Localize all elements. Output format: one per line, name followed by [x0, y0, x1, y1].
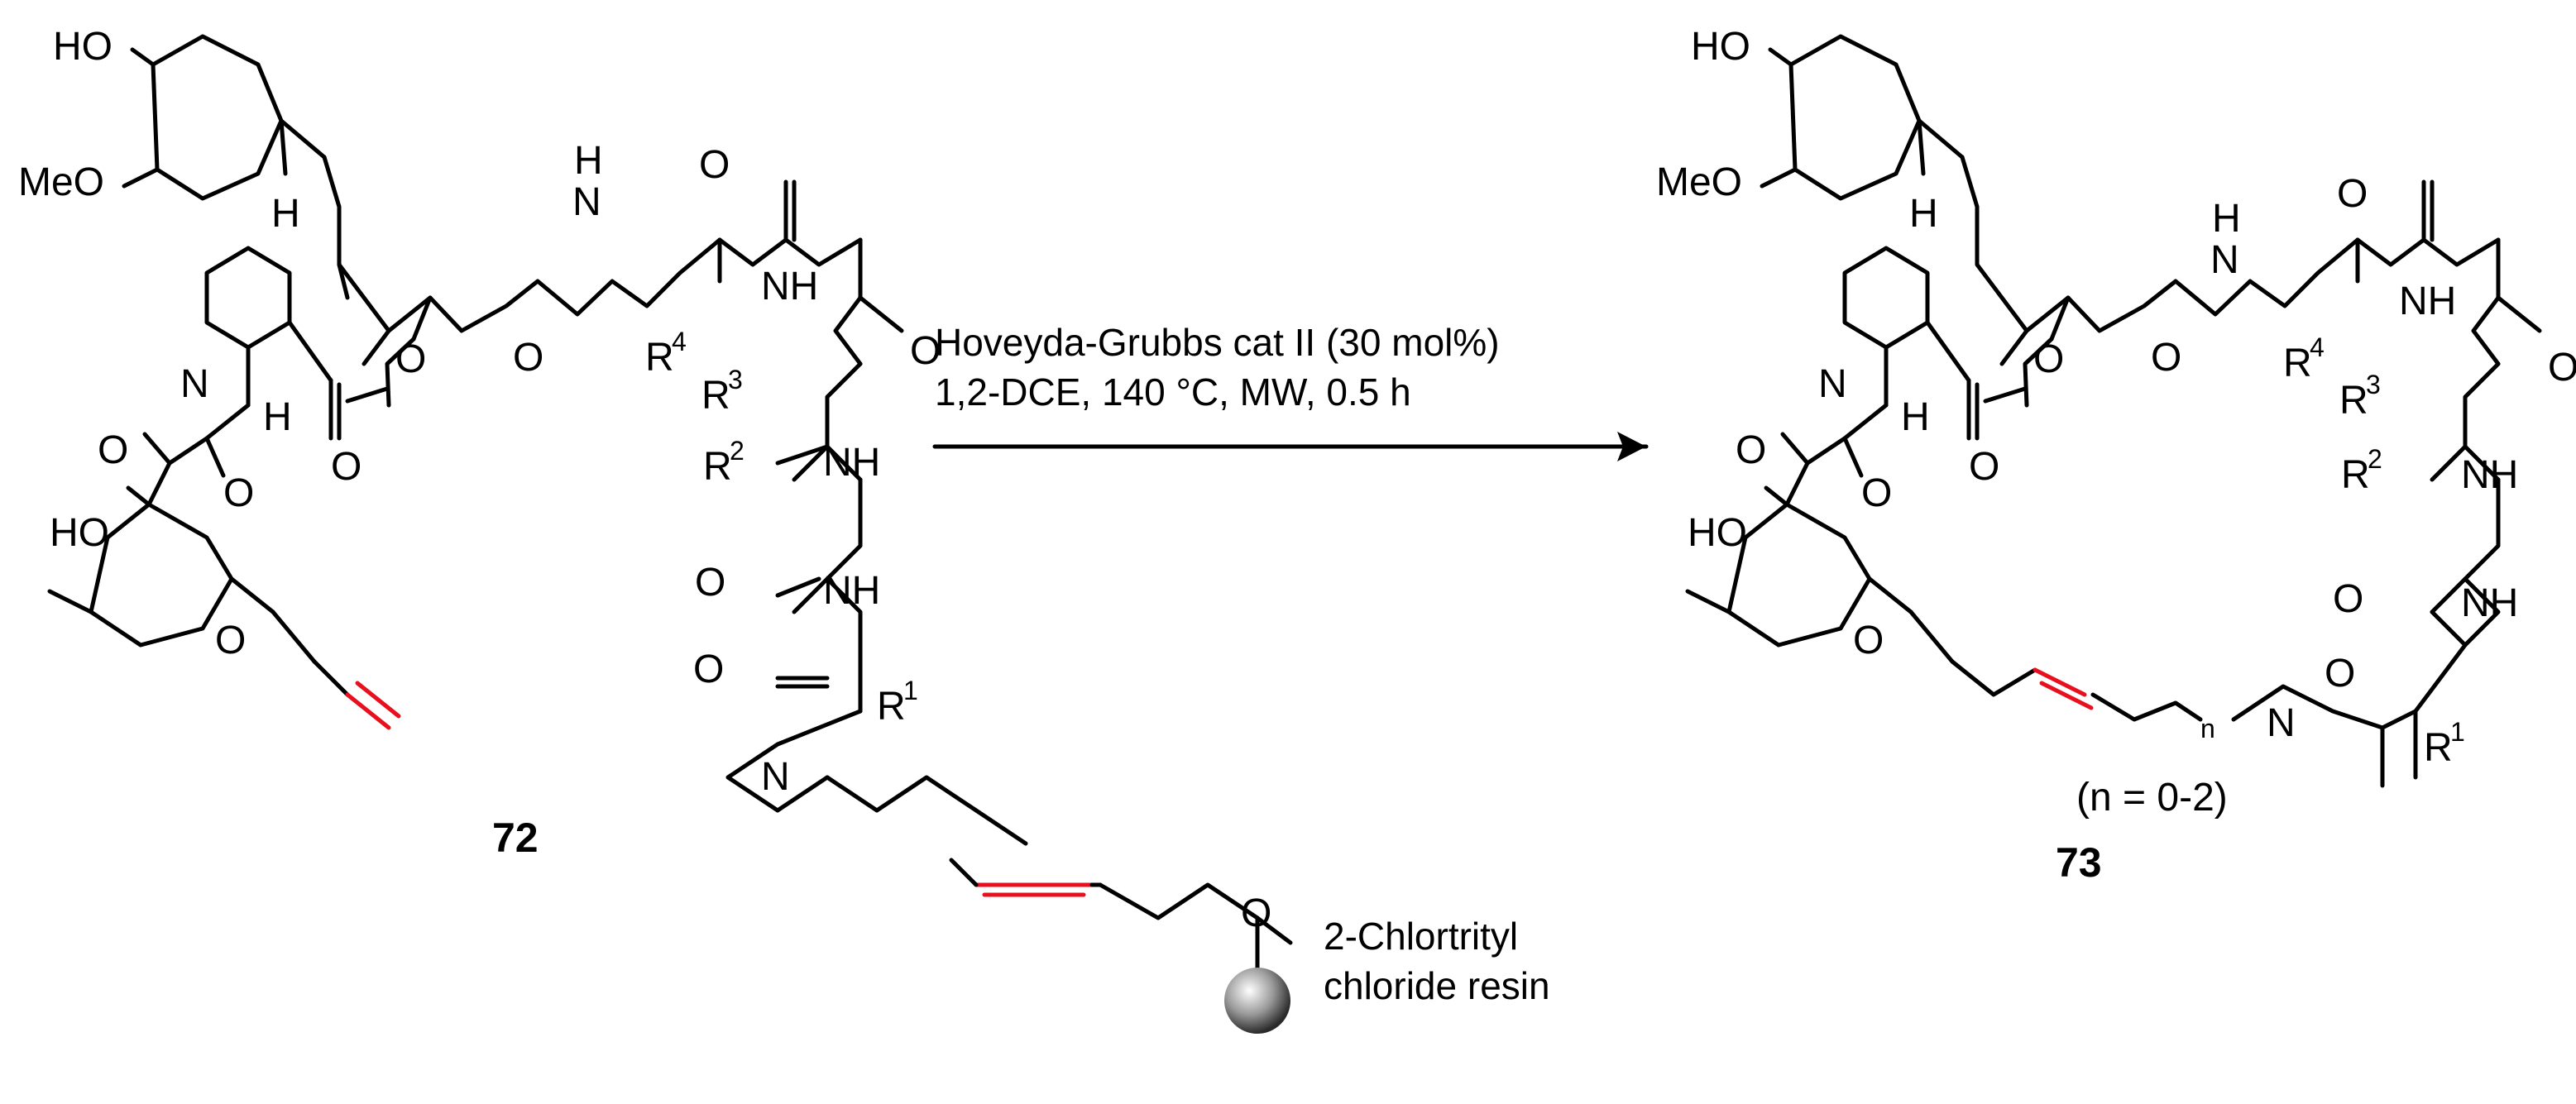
amide-o-label: O: [223, 471, 254, 515]
r4-superscript: 4: [672, 327, 687, 356]
reactant-72-structure: [47, 34, 1293, 945]
product-pyran-o-label: O: [1853, 619, 1884, 662]
r1-label: R: [877, 685, 906, 729]
r4-label: R: [645, 336, 674, 380]
conditions-line-1: Hoveyda-Grubbs cat II (30 mol%): [935, 321, 1500, 364]
arrow-head-icon: [1617, 432, 1646, 461]
amide5-o-label: O: [693, 648, 724, 691]
product-methoxy-label: MeO: [1656, 160, 1742, 204]
product-stereo-h-label: H: [1909, 192, 1938, 236]
nh2-label: NH: [823, 441, 880, 485]
keto-o-label: O: [98, 428, 128, 472]
ester-carbonyl-o-label: O: [331, 445, 362, 489]
resin-bead-icon: [1224, 968, 1290, 1034]
product-amide4-o-label: O: [2333, 577, 2363, 621]
product-r4-superscript: 4: [2310, 332, 2325, 362]
product-piperidine-h-label: H: [1901, 395, 1930, 439]
product-r3-superscript: 3: [2366, 370, 2381, 399]
r3-label: R: [701, 374, 730, 418]
product-amide1-h-label: H: [2212, 197, 2241, 241]
product-piperidine-n-label: N: [1818, 362, 1847, 406]
amide1-h-label: H: [574, 139, 603, 183]
n-methyl-label: N: [761, 755, 790, 799]
product-amide5-o-label: O: [2325, 652, 2355, 695]
methoxy-label: MeO: [18, 160, 104, 204]
r1-superscript: 1: [903, 676, 918, 705]
resin-label-line2: chloride resin: [1324, 964, 1550, 1007]
product-nh3-label: NH: [2461, 581, 2518, 625]
compound-72-number: 72: [492, 815, 539, 861]
terminal-alkene-double: [355, 681, 401, 719]
amide2-o-label: O: [699, 143, 730, 187]
product-hemiketal-ho-label: HO: [1688, 511, 1747, 555]
product-amide2-o-label: O: [2337, 172, 2368, 216]
product-keto-o-label: O: [1736, 428, 1766, 472]
piperidine-h-label: H: [263, 395, 292, 439]
conditions-line-2: 1,2-DCE, 140 °C, MW, 0.5 h: [935, 370, 1411, 413]
resin-label-line1: 2-Chlortrityl: [1324, 915, 1518, 958]
product-r1-label: R: [2424, 726, 2453, 770]
r3-superscript: 3: [728, 365, 743, 394]
amide4-o-label: O: [695, 561, 725, 605]
product-hydroxy-label: HO: [1691, 25, 1750, 69]
pyran-o-label: O: [215, 619, 246, 662]
compound-73-number: 73: [2056, 839, 2102, 886]
piperidine-n-label: N: [180, 362, 209, 406]
product-n-methyl-label: N: [2267, 701, 2296, 745]
n-range-label: (n = 0-2): [2076, 776, 2228, 820]
macrocycle-alkene: [2033, 667, 2087, 697]
ester-o-label: O: [395, 337, 426, 381]
hydroxy-label: HO: [53, 25, 113, 69]
product-r2-label: R: [2341, 453, 2370, 497]
product-amide1-o-label: O: [2151, 336, 2181, 380]
product-amide-o-label: O: [1861, 471, 1892, 515]
product-amide3-o-label: O: [2548, 346, 2576, 390]
product-r1-superscript: 1: [2450, 717, 2465, 747]
amide1-o-label: O: [513, 336, 543, 380]
product-ester-carbonyl-o-label: O: [1969, 445, 1999, 489]
product-r4-label: R: [2283, 342, 2312, 385]
product-ester-o-label: O: [2033, 337, 2064, 381]
product-r3-label: R: [2339, 379, 2368, 423]
product-73-labels: HO MeO H O O N H O O HO O O N H O NH R 4…: [1656, 25, 2576, 770]
ether-o-label: O: [1241, 891, 1271, 935]
reactant-72-labels: HO MeO H O O N H O O HO O O N H O NH R 4…: [18, 25, 1271, 935]
product-r2-superscript: 2: [2368, 444, 2382, 474]
product-n-subscript: n: [2200, 714, 2215, 743]
product-nh2-label: NH: [2461, 453, 2518, 497]
r2-superscript: 2: [730, 436, 745, 466]
hemiketal-ho-label: HO: [50, 511, 109, 555]
product-nh-label: NH: [2399, 280, 2456, 323]
terminal-alkene: [345, 692, 391, 730]
nh-label: NH: [761, 265, 818, 308]
product-amide1-n-label: N: [2210, 238, 2239, 282]
amide3-o-label: O: [910, 329, 941, 373]
nh3-label: NH: [823, 569, 880, 613]
r2-label: R: [703, 445, 732, 489]
amide1-n-label: N: [572, 180, 601, 224]
stereo-h-label: H: [271, 192, 300, 236]
product-73-structure: [1685, 34, 2542, 788]
macrocycle-alkene-double: [2039, 681, 2094, 710]
